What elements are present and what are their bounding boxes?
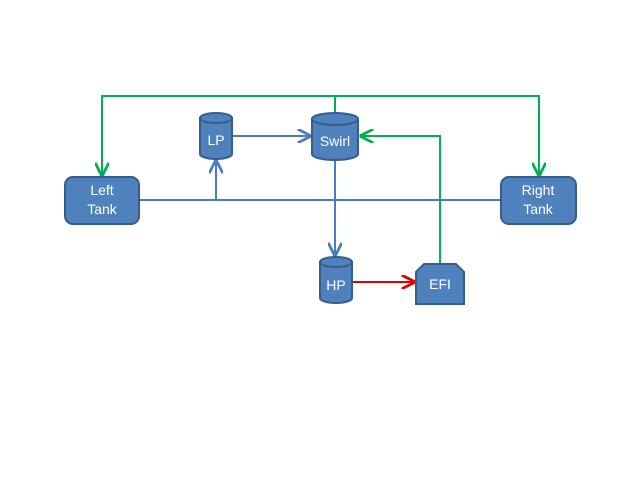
right-tank-label-line1: Right: [522, 182, 555, 198]
left-tank-label-line2: Tank: [87, 201, 118, 217]
right-tank-label-line2: Tank: [523, 201, 554, 217]
lp-cylinder-node: LP: [199, 112, 233, 160]
lp-label: LP: [207, 132, 224, 148]
green-line-efi-to-swirl: [361, 136, 441, 264]
hp-label: HP: [326, 277, 345, 293]
right-tank-node: Right Tank: [500, 176, 577, 225]
blue-feed-lines: [139, 136, 501, 255]
efi-node: EFI: [415, 263, 465, 305]
green-return-lines: [102, 95, 539, 264]
left-tank-label-line1: Left: [90, 182, 113, 198]
green-line-to-left-tank: [102, 95, 336, 175]
green-line-to-right-tank: [335, 95, 539, 175]
swirl-cylinder-node: Swirl: [311, 112, 359, 161]
swirl-label: Swirl: [320, 133, 350, 149]
left-tank-node: Left Tank: [64, 176, 140, 225]
hp-cylinder-node: HP: [319, 256, 353, 304]
efi-label: EFI: [429, 276, 451, 292]
